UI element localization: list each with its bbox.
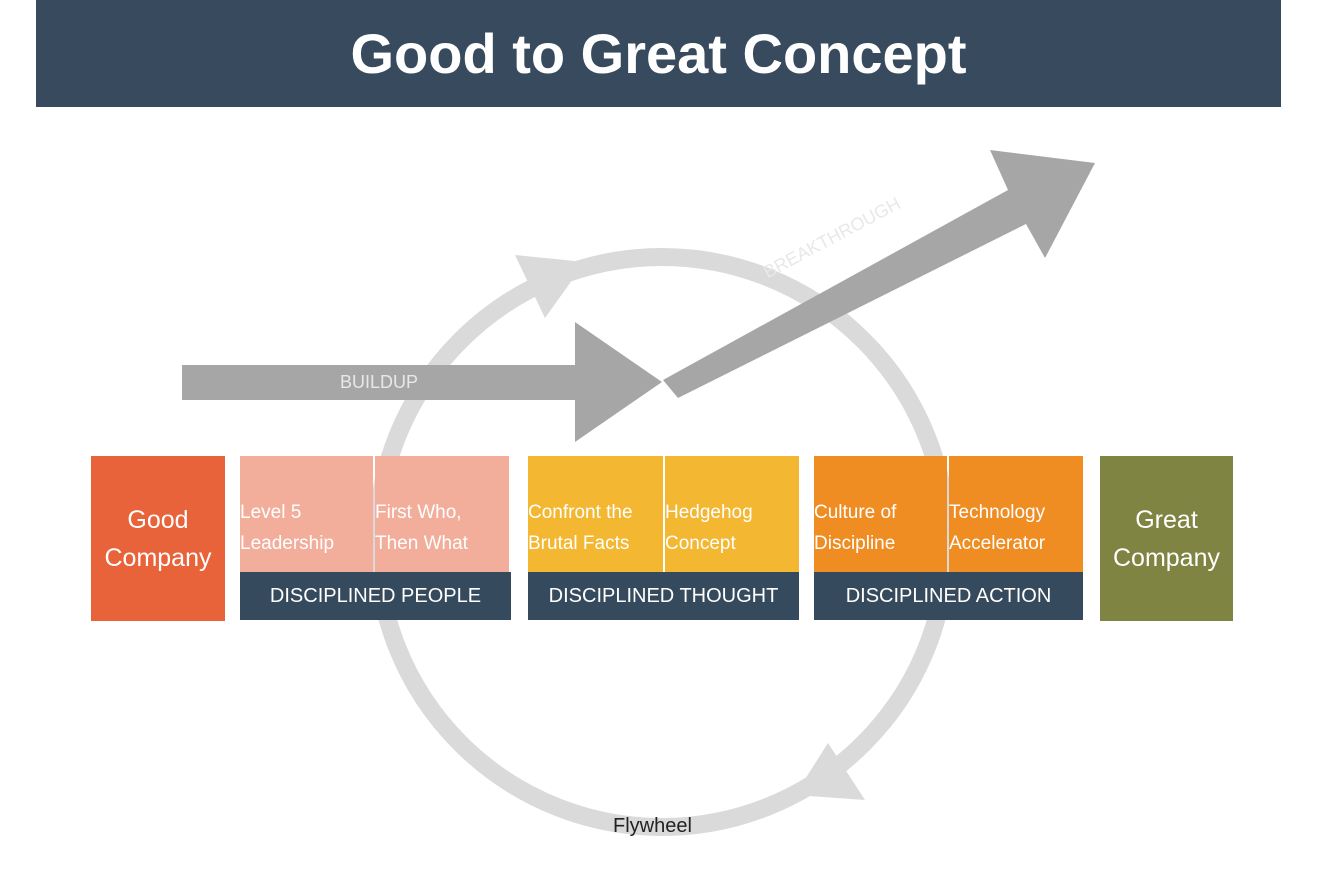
start-line2: Company xyxy=(104,543,212,572)
disciplined-action-bar: DISCIPLINED ACTION xyxy=(814,572,1083,620)
item-line: Confront the xyxy=(528,502,633,523)
item-line: Hedgehog xyxy=(665,502,753,523)
item-line: Brutal Facts xyxy=(528,533,630,554)
item-line: Technology xyxy=(949,502,1046,523)
disciplined-thought-bar: DISCIPLINED THOUGHT xyxy=(528,572,799,620)
buildup-label: BUILDUP xyxy=(340,372,419,392)
start-line1: Good xyxy=(127,505,189,534)
disciplined-people-bar: DISCIPLINED PEOPLE xyxy=(240,572,511,620)
item-line: Then What xyxy=(375,533,468,554)
item-line: Leadership xyxy=(240,533,335,554)
item-line: Culture of xyxy=(814,502,897,523)
page-title: Good to Great Concept xyxy=(36,0,1281,107)
buildup-arrow xyxy=(182,322,662,442)
first-who-box: First Who, Then What xyxy=(375,456,509,572)
flywheel-label: Flywheel xyxy=(613,815,692,837)
item-line: Accelerator xyxy=(949,533,1046,554)
item-line: Concept xyxy=(665,533,736,554)
breakthrough-arrow xyxy=(663,150,1095,398)
item-line: First Who, xyxy=(375,502,462,523)
culture-box: Culture of Discipline xyxy=(814,456,947,572)
level-5-leadership-box: Level 5 Leadership xyxy=(240,456,373,572)
item-line: Discipline xyxy=(814,533,896,554)
item-line: Level 5 xyxy=(240,502,302,523)
flywheel-arrowhead-top xyxy=(515,255,585,318)
end-line2: Company xyxy=(1113,543,1220,572)
flywheel-arrowhead-bottom xyxy=(795,743,865,800)
end-line1: Great xyxy=(1135,505,1198,534)
